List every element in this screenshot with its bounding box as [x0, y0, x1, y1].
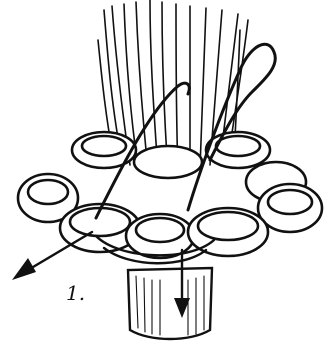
core-post	[128, 268, 212, 339]
arrow-left-down	[12, 232, 92, 280]
step-number-label: 1.	[66, 281, 85, 305]
